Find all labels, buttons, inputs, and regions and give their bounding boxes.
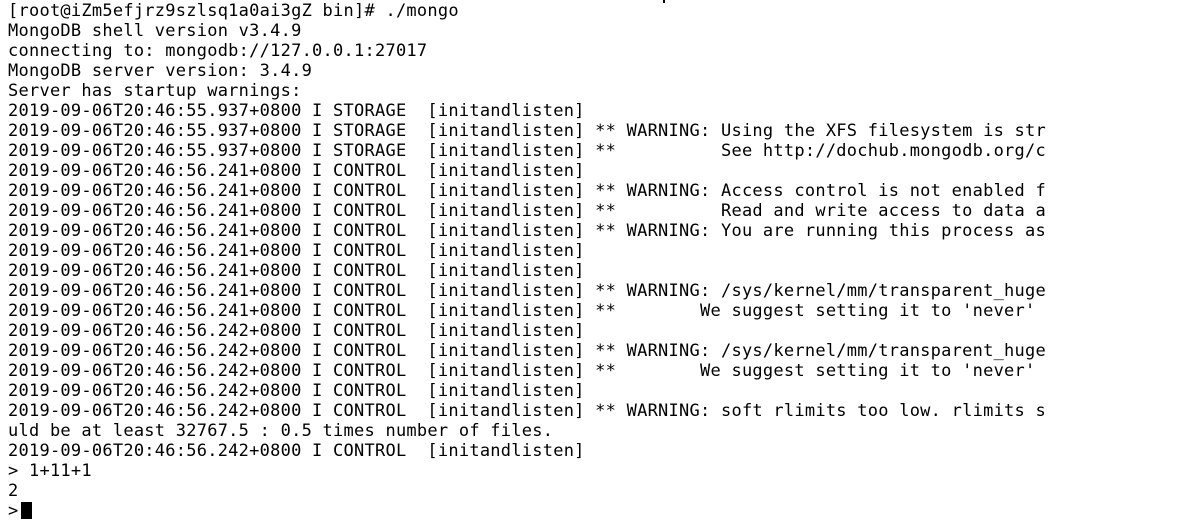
terminal-line: MongoDB shell version v3.4.9 [8, 21, 1189, 41]
terminal-line: 2019-09-06T20:46:56.241+0800 I CONTROL [… [8, 261, 1189, 281]
terminal-line: Server has startup warnings: [8, 81, 1189, 101]
line-text: 2019-09-06T20:46:55.937+0800 I STORAGE [… [8, 101, 585, 121]
terminal-line: 2019-09-06T20:46:56.242+0800 I CONTROL [… [8, 321, 1189, 341]
line-text: 2019-09-06T20:46:56.241+0800 I CONTROL [… [8, 161, 585, 181]
previous-output-fragment [663, 0, 665, 3]
line-text: connecting to: mongodb://127.0.0.1:27017 [8, 41, 428, 61]
line-text: MongoDB shell version v3.4.9 [8, 21, 302, 41]
prompt-text: > [8, 501, 19, 521]
line-text: 2019-09-06T20:46:56.241+0800 I CONTROL [… [8, 281, 1047, 301]
line-text: 2019-09-06T20:46:55.937+0800 I STORAGE [… [8, 121, 1047, 141]
line-text: uld be at least 32767.5 : 0.5 times numb… [8, 421, 554, 441]
line-text: [root@iZm5efjrz9szlsq1a0ai3gZ bin]# ./mo… [8, 1, 459, 21]
terminal-line: MongoDB server version: 3.4.9 [8, 61, 1189, 81]
prompt-line[interactable]: > [8, 501, 1189, 521]
line-text: MongoDB server version: 3.4.9 [8, 61, 313, 81]
terminal-line: 2019-09-06T20:46:56.241+0800 I CONTROL [… [8, 161, 1189, 181]
terminal-output: [root@iZm5efjrz9szlsq1a0ai3gZ bin]# ./mo… [8, 1, 1189, 521]
line-text: 2019-09-06T20:46:56.241+0800 I CONTROL [… [8, 241, 585, 261]
line-text: 2019-09-06T20:46:56.242+0800 I CONTROL [… [8, 381, 585, 401]
terminal-line: 2019-09-06T20:46:56.241+0800 I CONTROL [… [8, 241, 1189, 261]
line-text: 2019-09-06T20:46:56.241+0800 I CONTROL [… [8, 261, 585, 281]
terminal-line: [root@iZm5efjrz9szlsq1a0ai3gZ bin]# ./mo… [8, 1, 1189, 21]
terminal-line: 2019-09-06T20:46:56.241+0800 I CONTROL [… [8, 281, 1189, 301]
terminal-line: 2019-09-06T20:46:56.241+0800 I CONTROL [… [8, 301, 1189, 321]
terminal-line: > 1+11+1 [8, 461, 1189, 481]
line-text: 2019-09-06T20:46:55.937+0800 I STORAGE [… [8, 141, 1047, 161]
line-text: 2019-09-06T20:46:56.242+0800 I CONTROL [… [8, 341, 1047, 361]
terminal-line: 2019-09-06T20:46:55.937+0800 I STORAGE [… [8, 141, 1189, 161]
line-text: 2019-09-06T20:46:56.241+0800 I CONTROL [… [8, 181, 1047, 201]
terminal-line: connecting to: mongodb://127.0.0.1:27017 [8, 41, 1189, 61]
terminal-line: 2 [8, 481, 1189, 501]
terminal-line: 2019-09-06T20:46:56.242+0800 I CONTROL [… [8, 341, 1189, 361]
line-text: 2019-09-06T20:46:56.241+0800 I CONTROL [… [8, 301, 1036, 321]
terminal-line: 2019-09-06T20:46:55.937+0800 I STORAGE [… [8, 101, 1189, 121]
line-text: > 1+11+1 [8, 461, 92, 481]
terminal-line: 2019-09-06T20:46:56.242+0800 I CONTROL [… [8, 401, 1189, 421]
terminal-line: 2019-09-06T20:46:56.242+0800 I CONTROL [… [8, 361, 1189, 381]
line-text: 2019-09-06T20:46:56.242+0800 I CONTROL [… [8, 441, 585, 461]
terminal-line: 2019-09-06T20:46:56.242+0800 I CONTROL [… [8, 441, 1189, 461]
terminal-line: 2019-09-06T20:46:55.937+0800 I STORAGE [… [8, 121, 1189, 141]
line-text: Server has startup warnings: [8, 81, 302, 101]
block-cursor-icon [20, 502, 32, 519]
line-text: 2019-09-06T20:46:56.242+0800 I CONTROL [… [8, 361, 1036, 381]
line-text: 2019-09-06T20:46:56.242+0800 I CONTROL [… [8, 321, 585, 341]
line-text: 2019-09-06T20:46:56.241+0800 I CONTROL [… [8, 201, 1047, 221]
terminal-line: 2019-09-06T20:46:56.241+0800 I CONTROL [… [8, 201, 1189, 221]
terminal-line: 2019-09-06T20:46:56.241+0800 I CONTROL [… [8, 221, 1189, 241]
terminal-line: uld be at least 32767.5 : 0.5 times numb… [8, 421, 1189, 441]
terminal-line: 2019-09-06T20:46:56.241+0800 I CONTROL [… [8, 181, 1189, 201]
line-text: 2019-09-06T20:46:56.241+0800 I CONTROL [… [8, 221, 1047, 241]
line-text: 2 [8, 481, 19, 501]
terminal-line: 2019-09-06T20:46:56.242+0800 I CONTROL [… [8, 381, 1189, 401]
line-text: 2019-09-06T20:46:56.242+0800 I CONTROL [… [8, 401, 1047, 421]
